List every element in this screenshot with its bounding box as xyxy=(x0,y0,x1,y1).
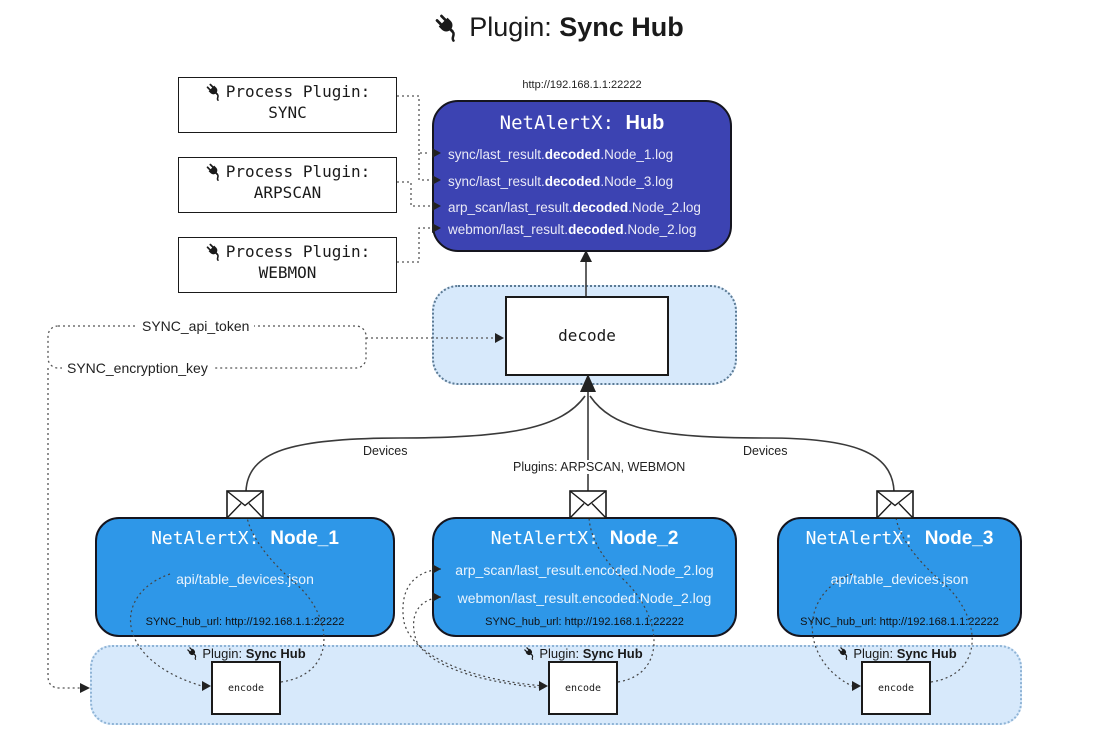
encode-box-1: encode xyxy=(211,661,281,715)
arrow-icon xyxy=(80,683,90,693)
envelope-icon xyxy=(569,490,607,519)
process-plugin-label: Process Plugin: xyxy=(225,242,371,261)
process-plugin-box-sync: Process Plugin: SYNC xyxy=(178,77,397,133)
plug-icon xyxy=(205,82,224,101)
flow-label-plugins: Plugins: ARPSCAN, WEBMON xyxy=(508,460,691,474)
hub-log-item: webmon/last_result.decoded.Node_2.log xyxy=(448,222,697,237)
encode-section-label: Plugin: Sync Hub xyxy=(146,646,346,661)
setting-api-token: SYNC_api_token xyxy=(137,318,255,334)
node-file: api/table_devices.json xyxy=(176,571,314,587)
encode-section-label: Plugin: Sync Hub xyxy=(797,646,997,661)
wire-envelope1-to-decode xyxy=(245,395,586,492)
page-title: Plugin: Sync Hub xyxy=(0,12,1117,43)
hub-log-item: sync/last_result.decoded.Node_3.log xyxy=(448,174,674,189)
process-plugin-name: SYNC xyxy=(268,103,307,122)
hub-log-item: arp_scan/last_result.decoded.Node_2.log xyxy=(448,200,701,215)
plug-icon xyxy=(205,242,224,261)
wire-arpscan-to-hub xyxy=(397,181,430,207)
hub-title-name: Hub xyxy=(625,112,665,134)
hub-title: NetAlertX: Hub xyxy=(434,112,730,135)
wire-sync-to-hub-2 xyxy=(418,153,430,181)
plug-icon xyxy=(523,646,537,660)
wire-webmon-to-hub xyxy=(397,227,430,263)
hub-url: http://192.168.1.1:22222 xyxy=(522,79,642,91)
node-title: NetAlertX: Node_3 xyxy=(805,528,994,549)
encode-box-2: encode xyxy=(548,661,618,715)
envelope-icon xyxy=(226,490,264,519)
node-box-2: NetAlertX: Node_2 arp_scan/last_result.e… xyxy=(432,517,737,637)
wire-settings-to-band xyxy=(47,368,80,689)
plug-icon xyxy=(837,646,851,660)
process-plugin-name: WEBMON xyxy=(258,263,317,282)
setting-encryption-key: SYNC_encryption_key xyxy=(62,360,213,376)
encode-section-label: Plugin: Sync Hub xyxy=(483,646,683,661)
wire-sync-to-hub xyxy=(397,95,430,154)
title-label: Plugin: xyxy=(469,12,560,42)
hub-box: NetAlertX: Hub sync/last_result.decoded.… xyxy=(432,100,732,252)
node-file: api/table_devices.json xyxy=(830,571,969,587)
process-plugin-label: Process Plugin: xyxy=(225,162,371,181)
process-plugin-name: ARPSCAN xyxy=(253,183,322,202)
node-footer: SYNC_hub_url: http://192.168.1.1:22222 xyxy=(800,616,999,628)
node-title: NetAlertX: Node_1 xyxy=(151,528,339,549)
node-footer: SYNC_hub_url: http://192.168.1.1:22222 xyxy=(145,616,345,628)
process-plugin-label: Process Plugin: xyxy=(225,82,371,101)
node-file: webmon/last_result.encoded.Node_2.log xyxy=(457,590,712,606)
title-label-bold: Sync Hub xyxy=(559,12,684,42)
plug-icon xyxy=(433,12,463,42)
node-title: NetAlertX: Node_2 xyxy=(490,528,679,549)
plug-icon xyxy=(186,646,200,660)
node-footer: SYNC_hub_url: http://192.168.1.1:22222 xyxy=(485,616,684,628)
plug-icon xyxy=(205,162,224,181)
process-plugin-box-webmon: Process Plugin: WEBMON xyxy=(178,237,397,293)
hub-title-prefix: NetAlertX: xyxy=(499,112,626,134)
decode-box: decode xyxy=(505,296,669,376)
node-file: arp_scan/last_result.encoded.Node_2.log xyxy=(455,562,714,578)
flow-label-devices-left: Devices xyxy=(358,444,413,458)
node-box-1: NetAlertX: Node_1 api/table_devices.json… xyxy=(95,517,395,637)
envelope-icon xyxy=(876,490,914,519)
flow-label-devices-right: Devices xyxy=(738,444,793,458)
encode-box-3: encode xyxy=(861,661,931,715)
node-box-3: NetAlertX: Node_3 api/table_devices.json… xyxy=(777,517,1022,637)
process-plugin-box-arpscan: Process Plugin: ARPSCAN xyxy=(178,157,397,213)
hub-log-item: sync/last_result.decoded.Node_1.log xyxy=(448,147,674,162)
